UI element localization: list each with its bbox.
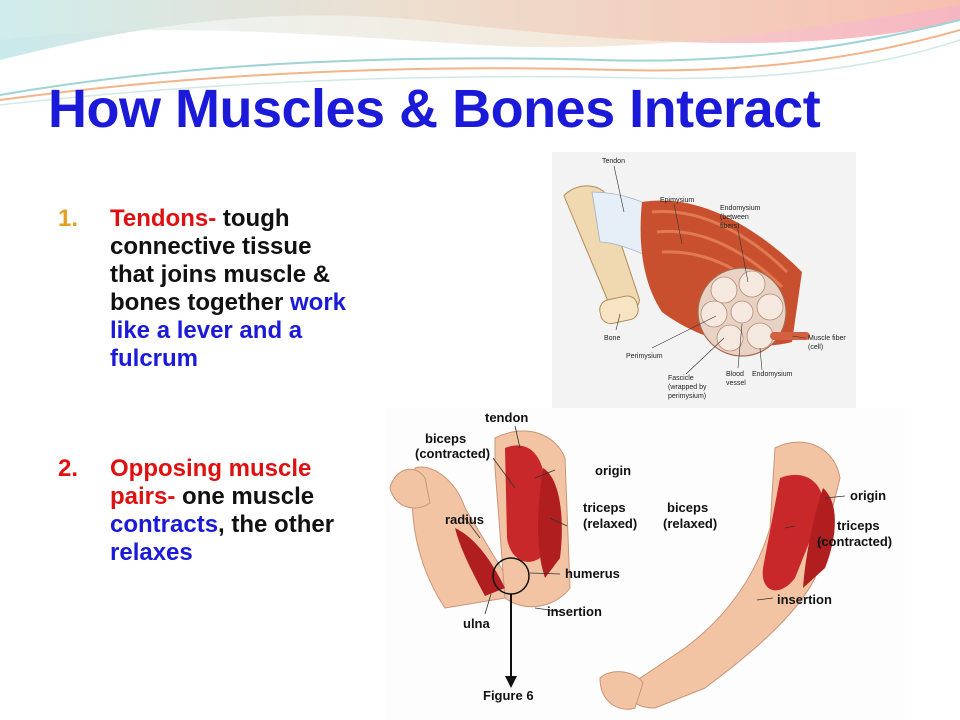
pair-text-1: one muscle bbox=[182, 483, 315, 510]
pair-relaxes: relaxes bbox=[110, 539, 193, 566]
label-endomysium: Endomysium bbox=[752, 371, 793, 378]
label-fascicle-3: perimysium) bbox=[668, 393, 706, 400]
bullet-opposing-pairs: 2. Opposing muscle pairs- one muscle con… bbox=[58, 455, 358, 567]
muscle-structure-diagram: Tendon Epimysium Endomysium (between fib… bbox=[552, 152, 856, 414]
bullet-number: 2. bbox=[58, 455, 79, 482]
label-fascicle-2: (wrapped by bbox=[668, 384, 707, 391]
slide-title: How Muscles & Bones Interact bbox=[48, 79, 821, 139]
label-perimysium: Perimysium bbox=[626, 353, 663, 360]
label-blood-vessel-1: Blood bbox=[726, 371, 744, 378]
label-endomysium-2: (between bbox=[720, 214, 749, 221]
label-endomysium-3: fibers) bbox=[720, 223, 739, 230]
header-banner bbox=[0, 0, 960, 106]
bullet-list: 1. Tendons- tough connective tissue that… bbox=[58, 205, 358, 567]
label-triceps-2: (relaxed) bbox=[583, 516, 637, 531]
bullet-tendons: 1. Tendons- tough connective tissue that… bbox=[58, 205, 358, 373]
label-tendon: tendon bbox=[485, 410, 528, 425]
pair-contracts: contracts bbox=[110, 511, 219, 538]
label-origin: origin bbox=[595, 463, 631, 478]
label-triceps-right-1: triceps bbox=[837, 518, 880, 533]
label-biceps-right-2: (relaxed) bbox=[663, 516, 717, 531]
label-insertion: insertion bbox=[547, 604, 602, 619]
label-origin-right: origin bbox=[850, 488, 886, 503]
label-biceps-right-1: biceps bbox=[667, 500, 708, 515]
right-arm-illustration bbox=[599, 441, 841, 710]
term-tendons: Tendons- bbox=[110, 205, 217, 232]
label-blood-vessel-2: vessel bbox=[726, 380, 746, 387]
bullet-number: 1. bbox=[58, 205, 79, 232]
label-biceps-1: biceps bbox=[425, 431, 466, 446]
label-insertion-right: insertion bbox=[777, 592, 832, 607]
label-bone: Bone bbox=[604, 335, 620, 342]
label-endomysium-1: Endomysium bbox=[720, 205, 761, 212]
left-arm-illustration bbox=[389, 430, 571, 688]
pair-text-2: , the other bbox=[218, 511, 335, 538]
label-humerus: humerus bbox=[565, 566, 620, 581]
arm-muscle-diagram: tendon biceps (contracted) origin radius… bbox=[385, 408, 905, 720]
label-muscle-fiber-1: Muscle fiber bbox=[808, 335, 846, 342]
label-biceps-2: (contracted) bbox=[415, 446, 490, 461]
label-muscle-fiber-2: (cell) bbox=[808, 344, 823, 351]
label-ulna: ulna bbox=[463, 616, 490, 631]
label-radius: radius bbox=[445, 512, 484, 527]
label-tendon: Tendon bbox=[602, 158, 625, 165]
tendon-function: work like a lever and a fulcrum bbox=[110, 289, 347, 372]
figure-caption: Figure 6 bbox=[483, 688, 534, 703]
term-opposing-pairs: Opposing muscle pairs- bbox=[110, 455, 312, 510]
label-epimysium: Epimysium bbox=[660, 197, 694, 204]
tendon-definition: tough connective tissue that joins muscl… bbox=[110, 205, 331, 316]
label-triceps-right-2: (contracted) bbox=[817, 534, 892, 549]
label-triceps-1: triceps bbox=[583, 500, 626, 515]
label-fascicle-1: Fascicle bbox=[668, 375, 694, 382]
